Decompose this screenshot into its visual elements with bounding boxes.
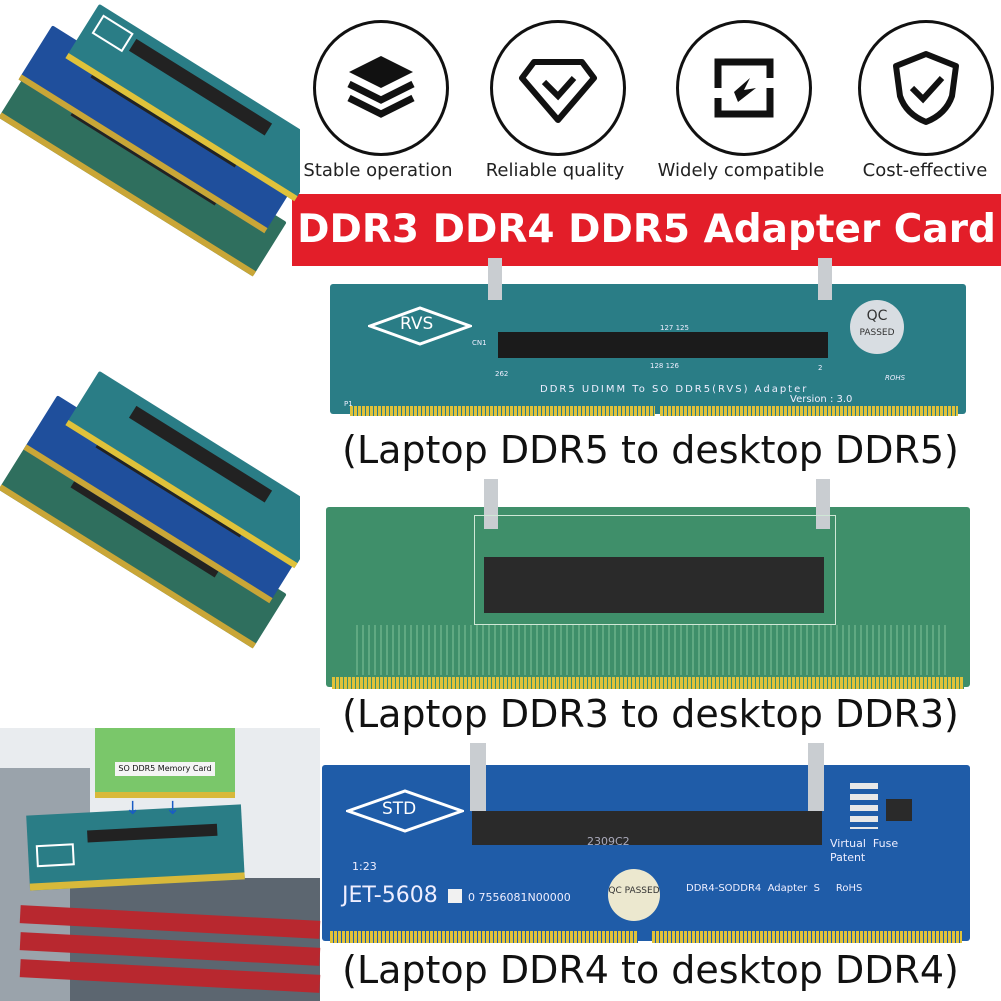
ddr5-gold-pins-left bbox=[350, 406, 655, 416]
ddr4-qc-text: QC PASSED bbox=[608, 886, 660, 896]
ddr4-num-text: 1:23 bbox=[352, 860, 377, 873]
inset-memory-label: SO DDR5 Memory Card bbox=[115, 762, 215, 776]
ddr3-slot-outline bbox=[474, 515, 836, 625]
ddr5-model-text: DDR5 UDIMM To SO DDR5(RVS) Adapter bbox=[540, 384, 809, 395]
ddr5-version-text: Version : 3.0 bbox=[790, 394, 853, 405]
ddr4-white-pad bbox=[448, 889, 462, 903]
motherboard-scene: SO DDR5 Memory Card ↓ ↓ bbox=[0, 728, 321, 1001]
ddr4-latch-right bbox=[808, 743, 824, 811]
ddr5-cn-label: CN1 bbox=[472, 339, 487, 347]
ddr5-p1-label: P1 bbox=[344, 400, 353, 408]
ddr4-sodimm-slot bbox=[472, 811, 822, 845]
ddr3-sodimm-slot bbox=[484, 557, 824, 613]
feature-circle-compatible bbox=[676, 20, 812, 156]
feature-circle-stable bbox=[313, 20, 449, 156]
down-arrow-icon: ↓ bbox=[165, 798, 181, 819]
ddr5-latch-left bbox=[488, 258, 502, 300]
ddr5-qc-bottom: PASSED bbox=[859, 328, 895, 338]
product-cluster-middle bbox=[0, 371, 300, 649]
ddr3-latch-left bbox=[484, 479, 498, 529]
ddr3-gold-pins bbox=[332, 677, 964, 689]
diamond-check-icon bbox=[519, 59, 597, 123]
ddr4-fuse-components bbox=[850, 783, 878, 829]
feature-label-stable: Stable operation bbox=[303, 160, 453, 181]
product-cluster-top bbox=[0, 4, 300, 277]
ddr5-pin-d: 2 bbox=[818, 364, 823, 372]
down-arrow-icon: ↓ bbox=[125, 798, 141, 819]
feature-circle-cost bbox=[858, 20, 994, 156]
ddr3-caption: (Laptop DDR3 to desktop DDR3) bbox=[342, 692, 959, 736]
ddr3-traces bbox=[356, 625, 946, 675]
ddr5-latch-right bbox=[818, 258, 832, 300]
feature-label-cost: Cost-effective bbox=[862, 160, 988, 181]
ddr4-qc-sticker: QC PASSED bbox=[608, 869, 660, 921]
ddr4-chip bbox=[886, 799, 912, 821]
title-banner: DDR3 DDR4 DDR5 Adapter Card bbox=[292, 194, 1001, 266]
sync-arrows-icon bbox=[714, 58, 774, 118]
ddr4-adapter-text: DDR4-SODDR4 Adapter S RoHS bbox=[686, 883, 863, 894]
ddr3-latch-right bbox=[816, 479, 830, 529]
inset-memory-card: SO DDR5 Memory Card bbox=[95, 728, 235, 798]
feature-circle-reliable bbox=[490, 20, 626, 156]
ddr4-logo-text: STD bbox=[382, 799, 417, 819]
ddr4-fuse-text: Virtual Fuse Patent bbox=[830, 837, 899, 864]
ddr3-adapter-card bbox=[326, 479, 970, 689]
ddr4-serial: 0 7556081N00000 bbox=[468, 891, 571, 904]
ddr4-gold-pins-right bbox=[652, 931, 962, 943]
ddr5-rohs-text: ROHS bbox=[885, 374, 906, 382]
ddr4-std-logo bbox=[346, 789, 464, 833]
ddr5-qc-top: QC bbox=[866, 308, 888, 324]
shield-check-icon bbox=[893, 51, 959, 125]
ddr5-rvs-logo bbox=[368, 306, 472, 346]
ddr5-pin-b: 128 126 bbox=[650, 362, 679, 370]
ddr5-sodimm-slot bbox=[498, 332, 828, 358]
feature-label-reliable: Reliable quality bbox=[485, 160, 625, 181]
ddr5-pin-a: 127 125 bbox=[660, 324, 689, 332]
ddr4-gold-pins-left bbox=[330, 931, 638, 943]
ddr5-caption: (Laptop DDR5 to desktop DDR5) bbox=[342, 428, 959, 472]
feature-label-compatible: Widely compatible bbox=[657, 160, 825, 181]
ddr4-latch-left bbox=[470, 743, 486, 811]
ddr5-pin-c: 262 bbox=[495, 370, 509, 378]
layers-icon bbox=[347, 56, 415, 118]
ddr5-qc-sticker: QC PASSED bbox=[850, 300, 904, 354]
ddr4-chip-text: 2309C2 bbox=[587, 835, 630, 848]
ddr4-model-id: JET-5608 bbox=[342, 883, 438, 908]
ddr5-gold-pins-right bbox=[660, 406, 958, 416]
ddr5-adapter-card: RVS QC PASSED 127 125 128 126 262 2 CN1 … bbox=[330, 258, 966, 419]
ddr4-caption: (Laptop DDR4 to desktop DDR4) bbox=[342, 948, 959, 992]
ddr4-adapter-card: STD 2309C2 1:23 JET-5608 0 7556081N00000… bbox=[322, 743, 970, 943]
ddr5-logo-text: RVS bbox=[400, 314, 434, 334]
